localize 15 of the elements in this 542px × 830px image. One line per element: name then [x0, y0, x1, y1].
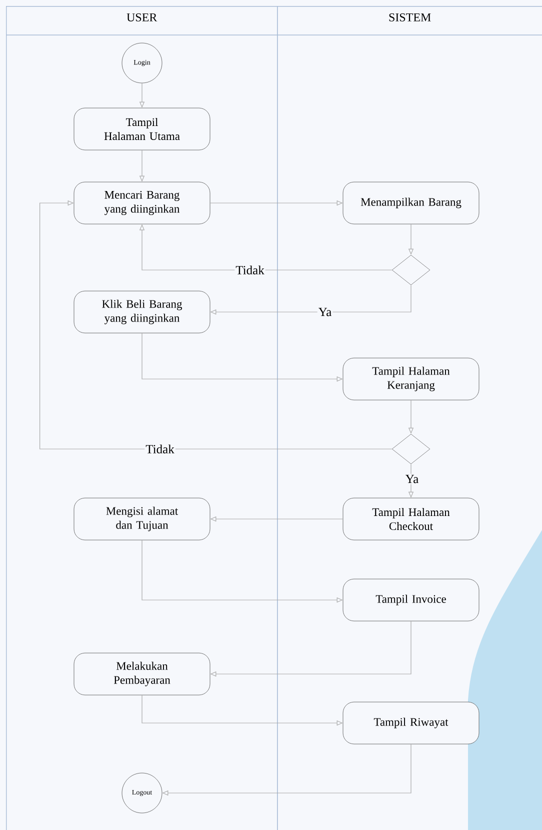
activity-box: Klik Beli Barang yang diinginkan [74, 290, 210, 334]
activity-box: Tampil Halaman Keranjang [342, 358, 480, 400]
edge-label: Tidak [234, 264, 266, 276]
decision-diamond [392, 254, 430, 286]
activity-box: Tampil Halaman Checkout [342, 498, 480, 540]
activity-box: Tampil Invoice [342, 578, 480, 622]
activity-box: Tampil Halaman Utama [74, 108, 210, 150]
arrow [40, 200, 392, 450]
activity-box: Menampilkan Barang [342, 182, 480, 224]
edge-label: Tidak [144, 444, 176, 454]
activity-box: Mencari Barang yang diinginkan [74, 182, 210, 224]
activity-box: Mengisi alamat dan Tujuan [74, 498, 210, 540]
decision-diamond [392, 434, 430, 464]
activity-box: Melakukan Pembayaran [74, 652, 210, 696]
activity-box: Tampil Riwayat [342, 702, 480, 744]
